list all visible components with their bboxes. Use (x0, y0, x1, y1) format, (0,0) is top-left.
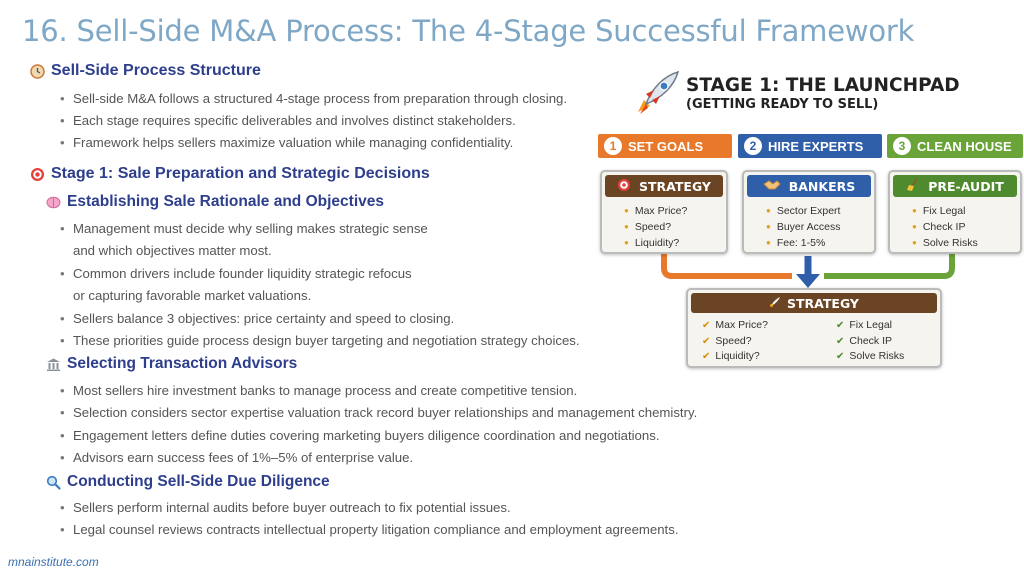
list-item: Check IP (836, 334, 904, 350)
target-icon (617, 178, 631, 195)
list-item: •Advisors earn success fees of 1%–5% of … (60, 450, 414, 465)
brain-icon (46, 195, 61, 210)
infographic-title: STAGE 1: THE LAUNCHPAD (686, 75, 960, 96)
magnifier-icon (46, 475, 61, 490)
list-item: •Sell-side M&A follows a structured 4-st… (60, 91, 568, 106)
subheading-advisors: Selecting Transaction Advisors (46, 355, 297, 373)
list-item: Max Price? (702, 318, 768, 334)
list-item: •Framework helps sellers maximize valuat… (60, 135, 514, 150)
list-item: Liquidity? (702, 349, 768, 365)
list-item: •Common drivers include founder liquidit… (60, 266, 412, 281)
list-item: Max Price? (624, 203, 726, 219)
list-item: •Selection considers sector expertise va… (60, 405, 698, 420)
subheading-rationale: Establishing Sale Rationale and Objectiv… (46, 193, 384, 211)
list-item-continued: and which objectives matter most. (73, 243, 272, 258)
list-item: •Sellers balance 3 objectives: price cer… (60, 311, 455, 326)
broom-icon (906, 178, 920, 195)
list-item: Solve Risks (912, 235, 1020, 251)
clock-icon (30, 63, 45, 79)
section-heading-stage1: Stage 1: Sale Preparation and Strategic … (30, 165, 430, 183)
list-item: •Most sellers hire investment banks to m… (60, 383, 578, 398)
footer-url[interactable]: mnainstitute.com (8, 555, 99, 569)
list-item: •These priorities guide process design b… (60, 333, 580, 348)
card-pre-audit: PRE-AUDIT Fix Legal Check IP Solve Risks (888, 170, 1022, 254)
bank-icon (46, 357, 61, 372)
list-item: •Management must decide why selling make… (60, 221, 428, 236)
list-item: •Legal counsel reviews contracts intelle… (60, 522, 679, 537)
section-heading-structure: Sell-Side Process Structure (30, 62, 261, 80)
list-item: Buyer Access (766, 219, 874, 235)
list-item: Fee: 1-5% (766, 235, 874, 251)
launchpad-infographic: STAGE 1: THE LAUNCHPAD (GETTING READY TO… (592, 66, 1024, 372)
rocket-icon (630, 68, 682, 125)
list-item: •Engagement letters define duties coveri… (60, 428, 660, 443)
infographic-subtitle: (GETTING READY TO SELL) (686, 97, 879, 112)
list-item: Speed? (702, 334, 768, 350)
card-strategy: STRATEGY Max Price? Speed? Liquidity? (600, 170, 728, 254)
subheading-diligence: Conducting Sell-Side Due Diligence (46, 473, 330, 491)
list-item: •Sellers perform internal audits before … (60, 500, 511, 515)
list-item: Fix Legal (912, 203, 1020, 219)
list-item: Fix Legal (836, 318, 904, 334)
list-item: Solve Risks (836, 349, 904, 365)
summary-card: STRATEGY Max Price? Speed? Liquidity? Fi… (686, 288, 942, 368)
handshake-icon (762, 178, 781, 195)
card-bankers: BANKERS Sector Expert Buyer Access Fee: … (742, 170, 876, 254)
page-title: 16. Sell-Side M&A Process: The 4-Stage S… (22, 14, 915, 48)
list-item: Liquidity? (624, 235, 726, 251)
list-item-continued: or capturing favorable market valuations… (73, 288, 312, 303)
rocket-icon (769, 296, 781, 311)
list-item: Speed? (624, 219, 726, 235)
target-icon (30, 167, 45, 182)
connector-arrows (661, 254, 955, 288)
list-item: •Each stage requires specific deliverabl… (60, 113, 516, 128)
list-item: Sector Expert (766, 203, 874, 219)
list-item: Check IP (912, 219, 1020, 235)
